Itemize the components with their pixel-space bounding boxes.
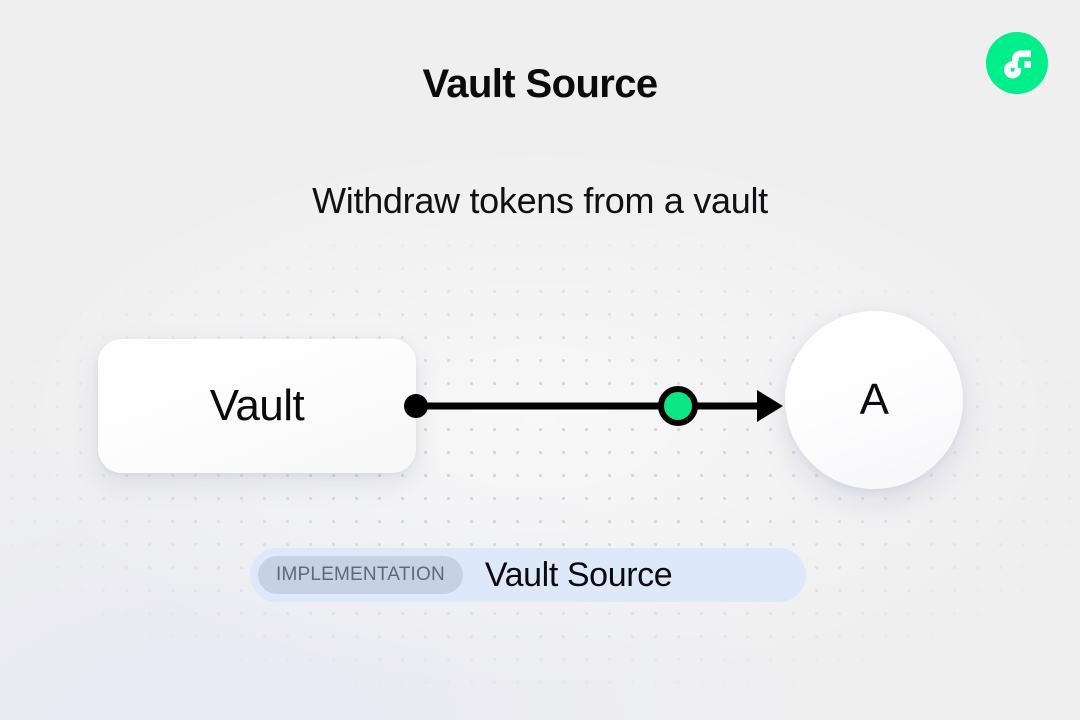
page-subtitle: Withdraw tokens from a vault bbox=[312, 180, 768, 221]
arrow-right-icon bbox=[757, 390, 783, 422]
edge-midpoint-handle-icon[interactable] bbox=[658, 386, 698, 426]
node-vault-label: Vault bbox=[209, 381, 305, 430]
flow-logo-icon[interactable] bbox=[986, 32, 1048, 94]
implementation-name: Vault Source bbox=[484, 555, 673, 594]
implementation-badge[interactable]: IMPLEMENTATION Vault Source bbox=[250, 548, 806, 602]
node-a-label: A bbox=[859, 375, 889, 424]
page-title: Vault Source bbox=[422, 62, 658, 106]
node-a[interactable]: A bbox=[785, 311, 963, 489]
implementation-tag: IMPLEMENTATION bbox=[258, 556, 463, 594]
node-vault[interactable]: Vault bbox=[98, 339, 416, 473]
